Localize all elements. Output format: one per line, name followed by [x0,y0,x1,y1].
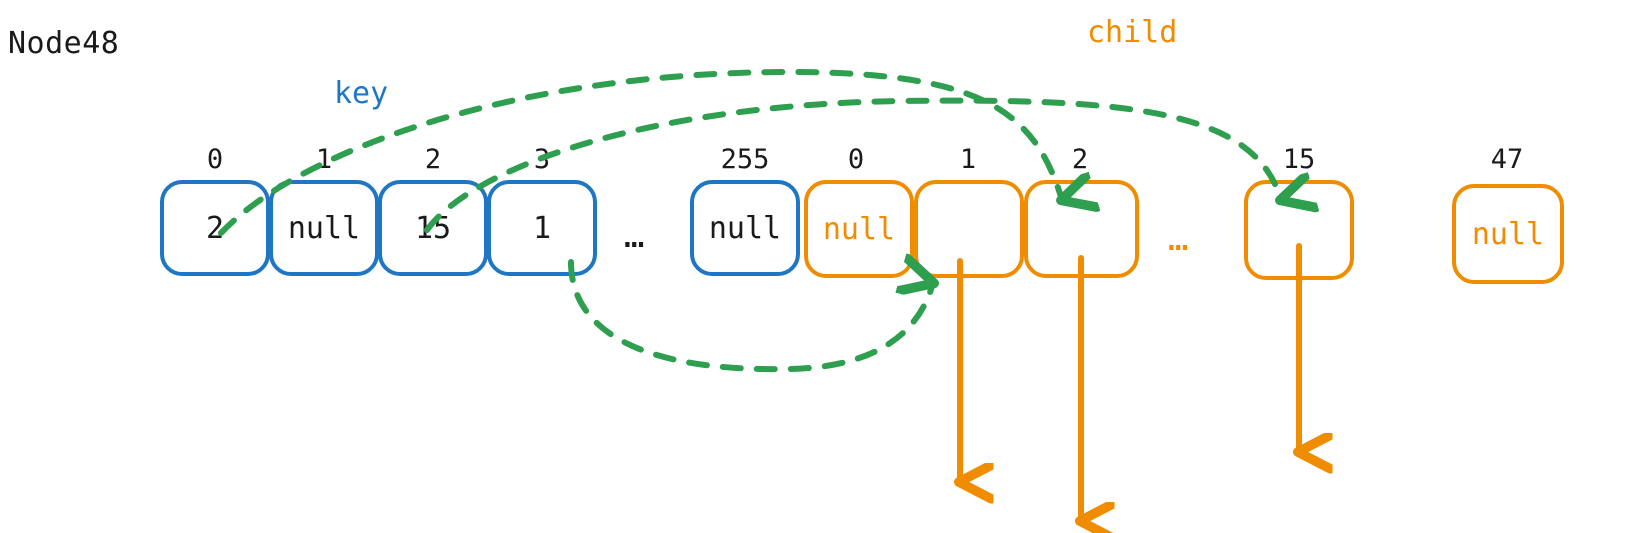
child-cell-2[interactable] [1024,180,1139,278]
key-index-3: 3 [533,144,551,175]
key-cell-255[interactable]: null [690,180,800,276]
key-cell-1[interactable]: null [269,180,379,276]
key-array-label: key [334,76,389,111]
page-title: Node48 [8,26,120,61]
key-cell-3[interactable]: 1 [487,180,597,276]
child-index-47: 47 [1490,144,1524,175]
pointer-key3-to-child1 [568,262,933,373]
child-index-2: 2 [1071,144,1089,175]
child-index-1: 1 [959,144,977,175]
child-index-15: 15 [1282,144,1316,175]
key-array-ellipsis: … [624,216,648,256]
key-cell-2[interactable]: 15 [378,180,488,276]
key-index-0: 0 [206,144,224,175]
child-array-label: child [1087,15,1178,50]
child-cell-0[interactable]: null [804,180,914,278]
key-cell-0[interactable]: 2 [160,180,270,276]
child-index-0: 0 [847,144,865,175]
key-index-2: 2 [424,144,442,175]
child-cell-15[interactable] [1244,180,1354,280]
key-index-1: 1 [315,144,333,175]
child-cell-1[interactable] [914,180,1024,278]
child-cell-47[interactable]: null [1452,184,1564,284]
child-array-ellipsis: … [1168,219,1192,259]
key-index-255: 255 [720,144,770,175]
